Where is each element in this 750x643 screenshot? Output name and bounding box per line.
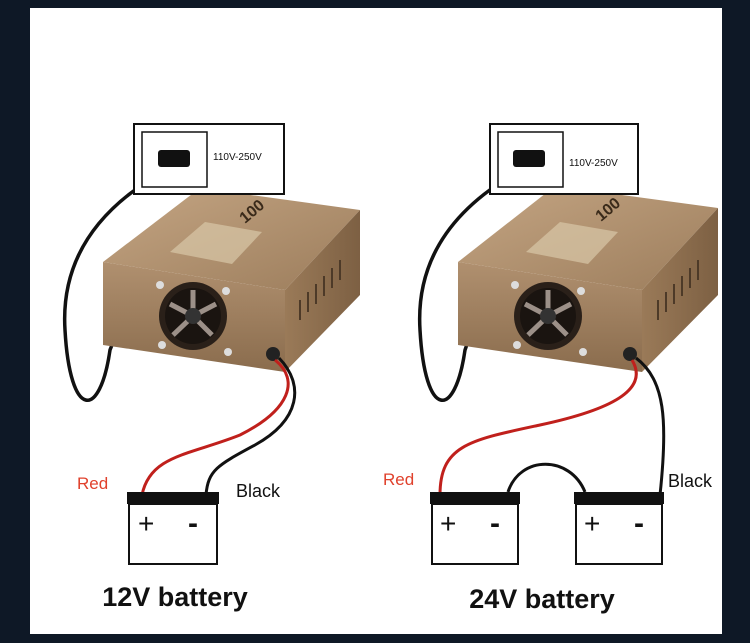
battery-cap [127,492,219,504]
outlet-plug [513,150,545,167]
red-wire-label: Red [383,470,414,489]
black-wire [635,356,666,496]
red-wire-label: Red [77,474,108,493]
black-wire [204,356,297,496]
battery-minus-sign: - [188,507,198,540]
battery-minus-sign: - [490,507,500,540]
black-wire-label: Black [668,471,713,491]
outlet-plug [158,150,190,167]
series-link-wire [506,462,587,493]
charger-vents [657,260,699,320]
diagram-12v: 100 [62,123,360,612]
battery-24v-right: + - [574,492,664,565]
battery-minus-sign: - [634,507,644,540]
diagram-24v: 100 110V-250V [383,123,718,614]
outlet-voltage-label: 110V-250V [569,158,618,169]
battery-plus-sign: + [584,508,600,539]
battery-body [128,503,218,565]
charger-sticker [526,222,618,264]
battery-body [431,503,519,565]
battery-plus-sign: + [440,508,456,539]
battery-12v: + - [127,492,219,565]
charger-fan [511,281,587,356]
caption-24v: 24V battery [469,584,615,614]
charger-unit: 100 [458,186,718,372]
battery-plus-sign: + [138,508,154,539]
power-cable [62,166,171,402]
charger-vents [299,260,341,320]
battery-24v-left: + - [430,492,520,565]
red-wire [438,359,638,496]
outlet-socket [497,131,564,188]
charger-output-terminal [266,347,280,361]
power-cable [417,166,526,402]
black-wire-label: Black [236,481,281,501]
charger-sticker [170,222,262,264]
battery-cap [430,492,520,504]
battery-body [575,503,663,565]
battery-cap [574,492,664,504]
red-wire [140,358,290,496]
charger-side [642,208,718,372]
outlet-voltage-label: 110V-250V [213,152,262,163]
caption-12v: 12V battery [102,582,248,612]
charger-side [285,210,360,372]
charger-unit: 100 [103,188,360,372]
charger-output-terminal [623,347,637,361]
charger-fan [156,281,232,356]
